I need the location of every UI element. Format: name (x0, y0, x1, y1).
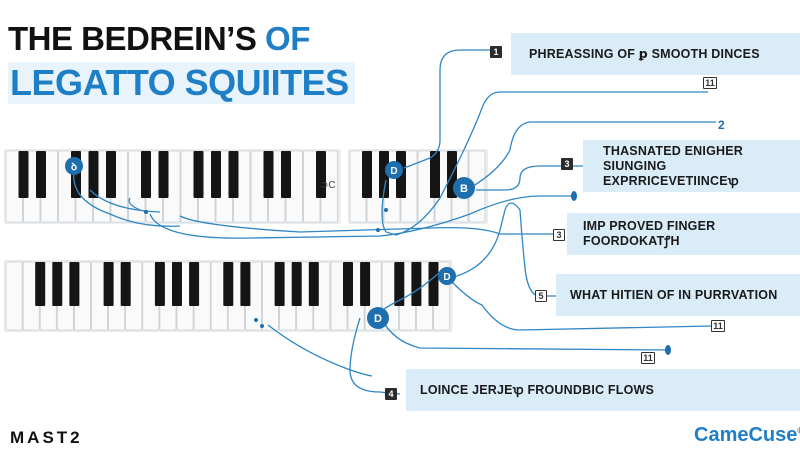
black-key (106, 151, 116, 198)
wire-dots (144, 191, 671, 355)
callout-1: PHREASSING OF ꝑ SMOOTH DINCES (511, 33, 800, 75)
black-key (274, 262, 285, 306)
black-key (428, 262, 439, 306)
black-key (379, 151, 389, 198)
callout-4-text: WHAT HITIEN OF IN PURRVATION (570, 287, 778, 302)
tag-11-c: 11 (641, 352, 655, 364)
black-key (263, 151, 274, 198)
brand-mark: ® (797, 425, 800, 435)
wire-1 (403, 49, 498, 169)
black-key (189, 262, 200, 306)
wire-8 (451, 281, 713, 331)
black-key (120, 262, 131, 306)
black-key (88, 151, 99, 198)
callout-3: IMP PROVED FINGER FOORDOKATꝭH (567, 213, 800, 255)
callout-4-number: 5 (535, 290, 547, 302)
tag-11-a: 11 (703, 77, 717, 89)
black-key (18, 151, 29, 198)
callout-3-number: 3 (553, 229, 565, 241)
callout-3-text: IMP PROVED FINGER FOORDOKATꝭH (583, 219, 716, 248)
svg-text:B: B (460, 183, 468, 195)
keyboard-upper-right (348, 149, 488, 224)
callout-2-text: THASNATED ENIGHER SIUNGING EXPRRICEVETII… (603, 143, 743, 188)
marker-lower-mid[interactable]: D (367, 307, 389, 329)
black-key (211, 151, 221, 198)
black-key (343, 262, 353, 306)
black-key (193, 151, 204, 198)
wire-6 (179, 215, 560, 235)
black-key (360, 262, 371, 306)
tag-11-b: 11 (711, 320, 725, 332)
svg-text:ꝺ: ꝺ (71, 162, 77, 173)
title-line1-main: THE BEDREIN’S (8, 20, 257, 57)
title-line1-accent: OF (265, 20, 310, 57)
callout-4: WHAT HITIEN OF IN PURRVATION (556, 274, 800, 316)
wire-7 (449, 202, 580, 297)
black-key (141, 151, 151, 198)
svg-text:D: D (390, 166, 397, 177)
marker-upper-right[interactable]: B (453, 177, 475, 199)
connector-lines (73, 49, 716, 395)
footer-left-label: MAST2 (10, 428, 83, 447)
brand-name: CameCuse (694, 424, 798, 446)
svg-text:D: D (374, 313, 382, 325)
black-key (308, 262, 319, 306)
wire-14 (73, 169, 181, 227)
black-key (240, 262, 251, 306)
black-key (69, 262, 80, 306)
keyboard-lower (4, 260, 453, 332)
callout-5: LOINCE JERJEꝕ FROUNDBIC FLOWS (406, 369, 800, 411)
keyboard-upper-left (4, 149, 341, 224)
callout-2: THASNATED ENIGHER SIUNGING EXPRRICEVETII… (583, 140, 800, 192)
black-key (223, 262, 234, 306)
black-key (52, 262, 63, 306)
callout-5-number: 4 (385, 388, 397, 400)
wire-12 (128, 197, 141, 211)
wire-3 (469, 121, 716, 189)
title-line2: LEGATTO SQUIITES (8, 62, 355, 104)
brand-logo: CameCuse® (694, 424, 800, 447)
callout-2-number: 3 (561, 158, 573, 170)
wire-5 (149, 195, 575, 239)
wire-4 (476, 165, 600, 191)
marker-upper-mid[interactable]: D (385, 161, 403, 179)
black-key (394, 262, 405, 306)
gap-label: ⊃C (320, 180, 336, 191)
marker-lower-right[interactable]: D (438, 267, 456, 285)
black-key (362, 151, 372, 198)
small-label-2: 2 (718, 118, 725, 132)
wire-11 (267, 324, 373, 377)
wire-13 (89, 189, 161, 213)
black-key (172, 262, 182, 306)
black-key (154, 262, 165, 306)
svg-text:D: D (443, 272, 450, 283)
marker-upper-left[interactable]: ꝺ (65, 157, 83, 175)
black-key (35, 262, 46, 306)
wire-2 (381, 91, 708, 236)
black-key (411, 262, 422, 306)
black-key (430, 151, 440, 198)
callout-1-number: 1 (490, 46, 502, 58)
black-key (316, 151, 326, 198)
black-key (228, 151, 239, 198)
callout-5-text: LOINCE JERJEꝕ FROUNDBIC FLOWS (420, 382, 655, 397)
white-key (5, 261, 23, 331)
black-key (103, 262, 114, 306)
black-key (158, 151, 169, 198)
black-key (281, 151, 291, 198)
page-title: THE BEDREIN’S OF LEGATTO SQUIITES (8, 18, 355, 105)
black-key (291, 262, 302, 306)
callout-1-text: PHREASSING OF ꝑ SMOOTH DINCES (529, 46, 760, 61)
black-key (36, 151, 46, 198)
